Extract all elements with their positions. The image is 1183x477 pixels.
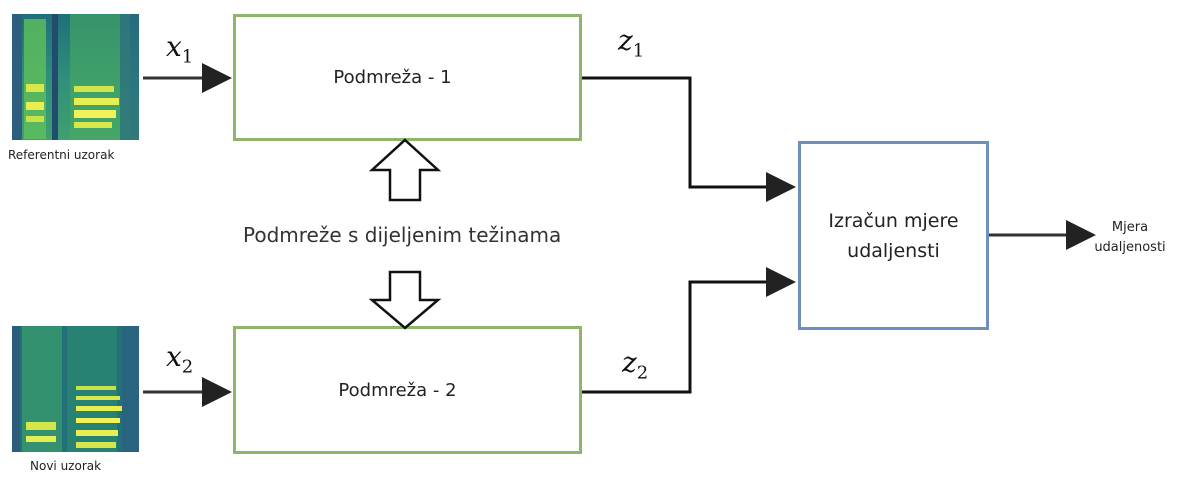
subnetwork-1-box: Podmreža - 1 — [233, 14, 582, 141]
distance-computation-box: Izračun mjere udaljensti — [798, 141, 989, 330]
reference-spectrogram — [12, 14, 139, 140]
reference-sample-caption: Referentni uzorak — [8, 148, 115, 162]
subnetwork-1-label: Podmreža - 1 — [333, 67, 452, 88]
new-sample-spectrogram — [12, 326, 139, 452]
shared-weights-label: Podmreže s dijeljenim težinama — [243, 223, 562, 247]
input-x1-label: x1 — [166, 30, 194, 68]
shared-weights-up-arrow — [368, 138, 442, 202]
shared-weights-down-arrow — [368, 270, 442, 330]
input-x2-label: x2 — [166, 340, 194, 378]
new-sample-caption: Novi uzorak — [30, 459, 102, 473]
arrow-z2 — [582, 267, 796, 394]
arrow-z1 — [582, 76, 796, 202]
distance-line-1: Izračun mjere — [828, 209, 959, 232]
distance-output-label: Mjera udaljenosti — [1094, 220, 1166, 255]
subnetwork-2-label: Podmreža - 2 — [338, 379, 457, 401]
distance-line-2: udaljensti — [847, 239, 940, 262]
output-z2-label: z2 — [622, 346, 649, 384]
output-z1-label: z1 — [618, 24, 645, 62]
subnetwork-2-box: Podmreža - 2 — [233, 326, 582, 454]
